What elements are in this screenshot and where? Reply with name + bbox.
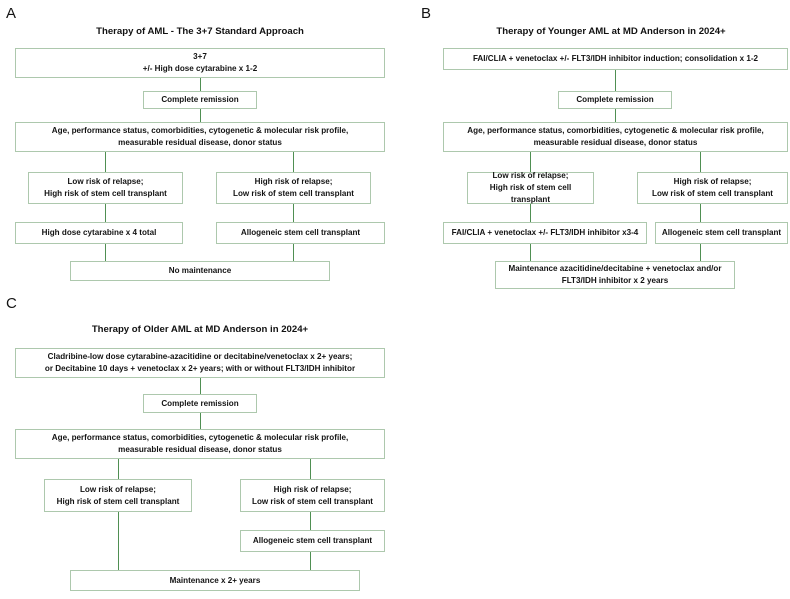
panel-c-box-low-risk: Low risk of relapse; High risk of stem c… [44,479,192,512]
panel-c-arrow-low-risk-to-maintenance [115,512,122,575]
panel-a-assess-line-1: Age, performance status, comorbidities, … [51,126,349,136]
panel-b-consolidation-line-1: FAI/CLIA + venetoclax +/- FLT3/IDH inhib… [451,228,639,238]
panel-c-cr-line-1: Complete remission [161,398,239,408]
panel-c-arrow-assess-to-high-risk [307,459,314,484]
panel-a-box-consolidation: High dose cytarabine x 4 total [15,222,183,244]
panel-b-title: Therapy of Younger AML at MD Anderson in… [496,26,726,37]
panel-a-arrow-high-risk-to-transplant [290,204,297,227]
panel-b-maintenance-line-1: Maintenance azacitidine/decitabine + ven… [508,264,722,274]
panel-b-transplant-line-1: Allogeneic stem cell transplant [661,228,782,238]
panel-a-box-assessment: Age, performance status, comorbidities, … [15,122,385,152]
panel-b-arrow-induction-to-cr [612,70,619,96]
panel-b-assess-line-1: Age, performance status, comorbidities, … [467,126,764,136]
panel-a-arrow-assess-to-low-risk [102,152,109,177]
panel-b-box-complete-remission: Complete remission [558,91,672,109]
panel-b-cr-line-1: Complete remission [576,95,654,105]
panel-a-arrow-transplant-to-maintenance [290,244,297,266]
panel-a-low-risk-line-2: High risk of stem cell transplant [44,189,167,198]
panel-a-induction-line-1: 3+7 [193,52,207,62]
panel-b-box-assessment: Age, performance status, comorbidities, … [443,122,788,152]
panel-b-maintenance-line-2: FLT3/IDH inhibitor x 2 years [561,276,669,285]
panel-c-low-risk-line-1: Low risk of relapse; [79,484,156,494]
panel-a-box-transplant: Allogeneic stem cell transplant [216,222,385,244]
panel-a-arrow-cr-to-assess [197,109,204,127]
panel-a-box-high-risk: High risk of relapse; Low risk of stem c… [216,172,371,204]
panel-c-title: Therapy of Older AML at MD Anderson in 2… [91,324,309,335]
panel-b-arrow-assess-to-low-risk [527,152,534,177]
panel-c-induction-line-1: Cladribine-low dose cytarabine-azacitidi… [47,352,353,362]
panel-c-assess-line-2: measurable residual disease, donor statu… [118,445,282,454]
panel-b-low-risk-line-2: High risk of stem cell transplant [489,183,572,204]
panel-c-induction-line-2: or Decitabine 10 days + venetoclax x 2+ … [44,364,356,373]
panel-b-letter: B [421,5,432,22]
panel-a-induction-line-2: +/- High dose cytarabine x 1-2 [142,64,258,73]
panel-a-arrow-low-risk-to-consolidation [102,204,109,227]
panel-b-box-maintenance: Maintenance azacitidine/decitabine + ven… [495,261,735,289]
panel-c-box-induction: Cladribine-low dose cytarabine-azacitidi… [15,348,385,378]
panel-c-arrow-assess-to-low-risk [115,459,122,484]
panel-c-letter: C [6,295,17,312]
panel-a-title: Therapy of AML - The 3+7 Standard Approa… [96,26,304,37]
panel-b-high-risk-line-2: Low risk of stem cell transplant [652,189,773,198]
panel-b-low-risk-line-1: Low risk of relapse; [492,171,569,181]
panel-b-box-consolidation: FAI/CLIA + venetoclax +/- FLT3/IDH inhib… [443,222,647,244]
panel-c-box-high-risk: High risk of relapse; Low risk of stem c… [240,479,385,512]
panel-c-assess-line-1: Age, performance status, comorbidities, … [51,433,349,443]
panel-b-induction-line-1: FAI/CLIA + venetoclax +/- FLT3/IDH inhib… [472,54,759,64]
panel-a-box-induction: 3+7 +/- High dose cytarabine x 1-2 [15,48,385,78]
panel-c-arrow-transplant-to-maintenance [307,552,314,575]
panel-a-cr-line-1: Complete remission [161,95,239,105]
panel-b-arrow-transplant-to-maintenance [697,244,704,266]
panel-b-arrow-cr-to-assess [612,109,619,127]
panel-b-box-induction: FAI/CLIA + venetoclax +/- FLT3/IDH inhib… [443,48,788,70]
panel-b-arrow-high-risk-to-transplant [697,204,704,227]
panel-b-box-low-risk: Low risk of relapse; High risk of stem c… [467,171,594,204]
panel-a-transplant-line-1: Allogeneic stem cell transplant [240,228,361,238]
panel-c-maintenance-line-1: Maintenance x 2+ years [169,575,261,585]
panel-c-arrow-induction-to-cr [197,378,204,399]
panel-b-arrow-consolidation-to-maintenance [527,244,534,266]
panel-c-arrow-cr-to-assess [197,413,204,434]
panel-c-box-transplant: Allogeneic stem cell transplant [240,530,385,552]
panel-a-maintenance-line-1: No maintenance [168,266,232,276]
panel-a-arrow-induction-to-cr [197,78,204,96]
panel-a-low-risk-line-1: Low risk of relapse; [67,177,144,187]
panel-c-high-risk-line-1: High risk of relapse; [273,484,352,494]
panel-b-arrow-low-risk-to-consolidation [527,204,534,227]
panel-b-high-risk-line-1: High risk of relapse; [673,177,752,187]
panel-c-high-risk-line-2: Low risk of stem cell transplant [252,496,373,506]
panel-a-box-maintenance: No maintenance [70,261,330,281]
panel-a-letter: A [6,5,17,22]
panel-b-box-transplant: Allogeneic stem cell transplant [655,222,788,244]
panel-c-box-maintenance: Maintenance x 2+ years [70,570,360,591]
panel-c-box-assessment: Age, performance status, comorbidities, … [15,429,385,459]
panel-a-box-complete-remission: Complete remission [143,91,257,109]
panel-a-assess-line-2: measurable residual disease, donor statu… [118,138,282,147]
panel-a-high-risk-line-2: Low risk of stem cell transplant [233,189,354,198]
panel-a-arrow-consolidation-to-maintenance [102,244,109,266]
panel-c-transplant-line-1: Allogeneic stem cell transplant [252,536,373,546]
panel-a-consolidation-line-1: High dose cytarabine x 4 total [41,228,157,238]
panel-b-arrow-assess-to-high-risk [697,152,704,177]
panel-c-low-risk-line-2: High risk of stem cell transplant [56,496,180,506]
panel-a-box-low-risk: Low risk of relapse; High risk of stem c… [28,172,183,204]
panel-a-high-risk-line-1: High risk of relapse; [254,177,333,187]
panel-b-box-high-risk: High risk of relapse; Low risk of stem c… [637,172,788,204]
panel-c-arrow-high-risk-to-transplant [307,512,314,535]
panel-a-arrow-assess-to-high-risk [290,152,297,177]
panel-c-box-complete-remission: Complete remission [143,394,257,413]
panel-b-assess-line-2: measurable residual disease, donor statu… [533,138,698,147]
